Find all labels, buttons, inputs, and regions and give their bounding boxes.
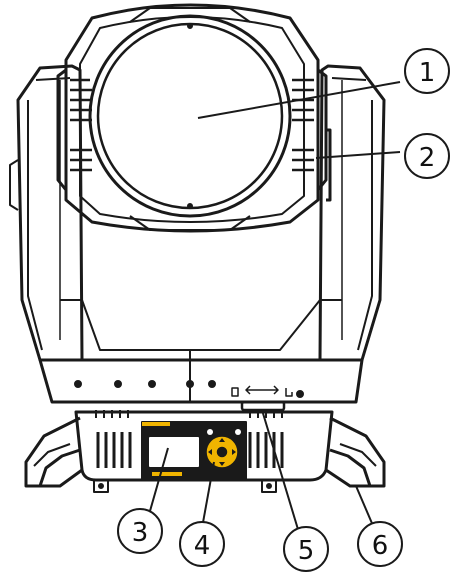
tilt-lock-arrow-icon xyxy=(245,385,279,395)
svg-text:5: 5 xyxy=(298,536,315,566)
leader-5 xyxy=(261,409,301,537)
base-upper-housing xyxy=(38,299,364,404)
leader-6 xyxy=(355,485,375,529)
left-head-grille xyxy=(70,78,92,172)
leader-3 xyxy=(147,447,169,519)
control-panel xyxy=(141,421,247,481)
svg-text:3: 3 xyxy=(132,518,149,548)
base-lower-housing xyxy=(74,410,334,493)
left-base-vent xyxy=(96,432,132,468)
pan-lock-lever xyxy=(240,400,286,412)
svg-text:2: 2 xyxy=(419,143,436,173)
navigation-buttons xyxy=(205,429,241,469)
callout-1: 1 xyxy=(404,48,450,94)
callout-4: 4 xyxy=(179,521,225,567)
right-yoke-arm xyxy=(318,64,386,362)
callout-3: 3 xyxy=(117,508,163,554)
svg-text:1: 1 xyxy=(419,58,436,88)
right-base-vent xyxy=(248,432,284,468)
left-carry-handle xyxy=(24,416,83,488)
callout-2: 2 xyxy=(404,133,450,179)
front-lens xyxy=(88,14,292,218)
callout-6: 6 xyxy=(357,521,403,567)
right-carry-handle xyxy=(325,416,386,488)
leader-2 xyxy=(315,151,401,159)
svg-text:4: 4 xyxy=(194,531,211,561)
lcd-display xyxy=(149,437,199,467)
leader-1 xyxy=(197,81,401,119)
leader-4 xyxy=(201,461,215,529)
callout-leaders xyxy=(147,81,401,537)
svg-text:6: 6 xyxy=(372,531,389,561)
callout-5: 5 xyxy=(283,526,329,572)
